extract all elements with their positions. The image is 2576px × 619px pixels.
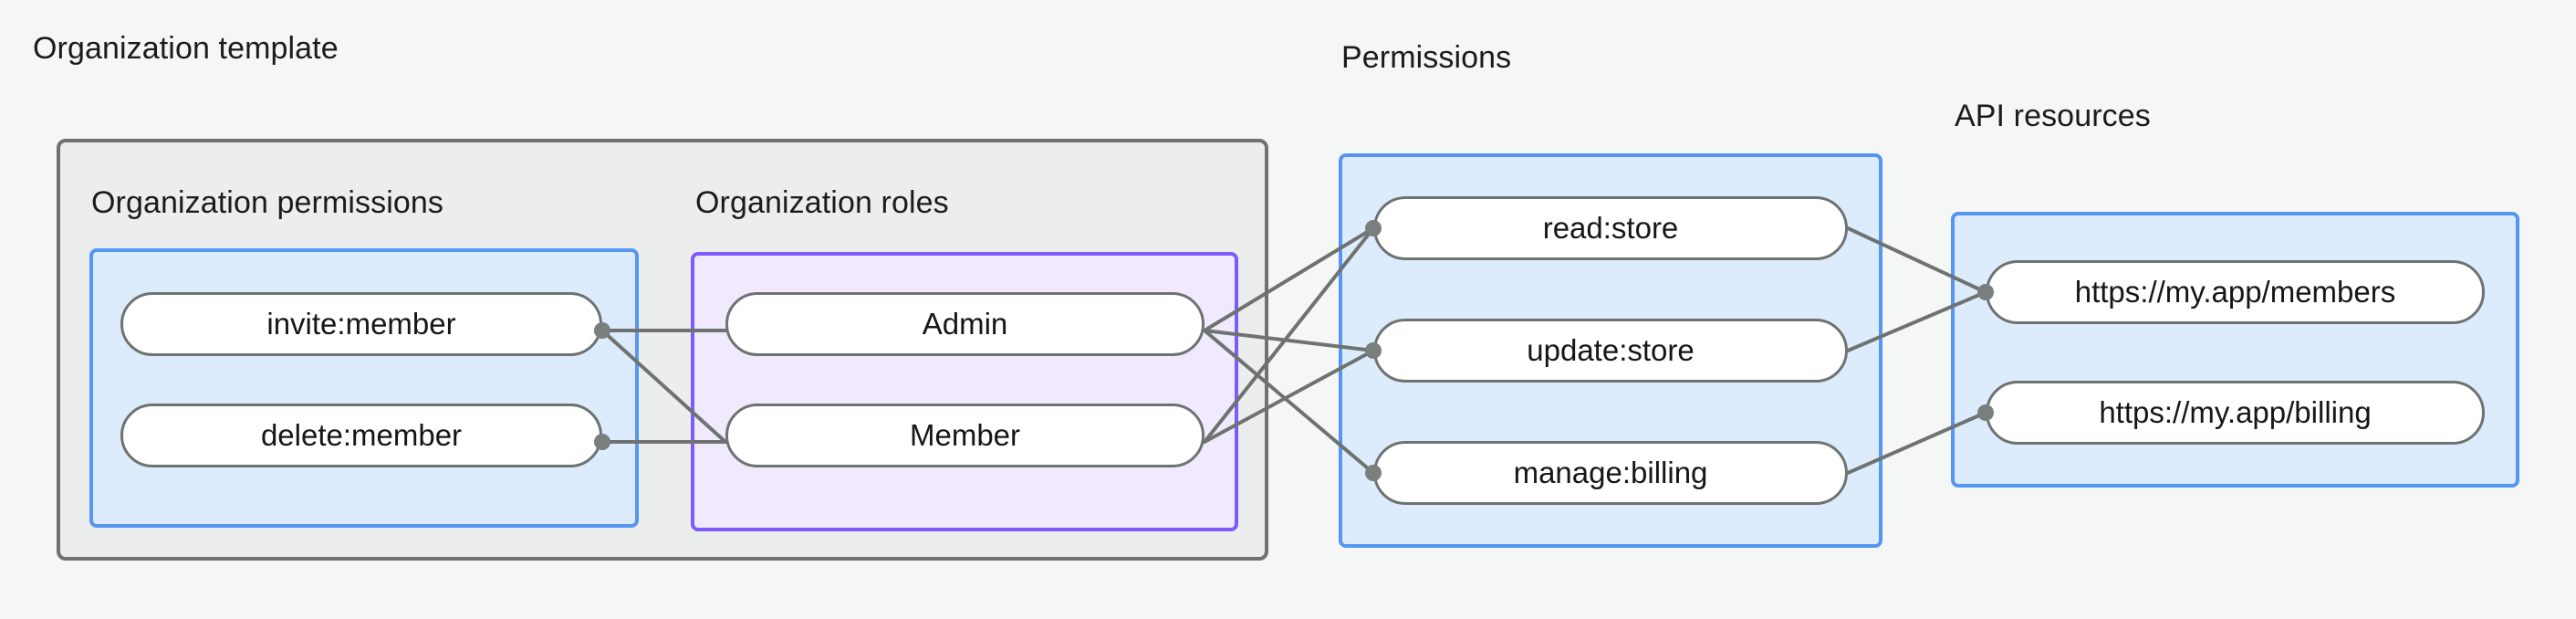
connector-dot-invite-member xyxy=(594,322,610,339)
group-title-organization-permissions: Organization permissions xyxy=(91,185,444,220)
node-invite-member[interactable]: invite:member xyxy=(120,292,602,356)
edge-admin-to-read-store xyxy=(1203,226,1375,332)
group-title-organization-roles: Organization roles xyxy=(695,185,949,220)
edge-admin-to-manage-billing xyxy=(1203,329,1375,475)
connector-dot-members-resource xyxy=(1977,284,1994,300)
edge-update-store-to-members xyxy=(1846,290,1987,352)
edge-admin-to-update-store xyxy=(1203,329,1375,352)
node-admin[interactable]: Admin xyxy=(725,292,1205,356)
node-update-store[interactable]: update:store xyxy=(1373,319,1848,383)
node-members-resource[interactable]: https://my.app/members xyxy=(1986,260,2485,324)
connector-dot-read-store xyxy=(1365,220,1382,236)
node-delete-member[interactable]: delete:member xyxy=(120,404,602,467)
connector-dot-delete-member xyxy=(594,434,610,450)
group-title-organization-template: Organization template xyxy=(33,31,339,66)
edge-read-store-to-members xyxy=(1846,226,1987,294)
edge-invite-member-to-member xyxy=(600,329,727,444)
group-title-api-resources: API resources xyxy=(1955,99,2151,133)
connector-dot-update-store xyxy=(1365,342,1382,359)
connector-dot-billing-resource xyxy=(1977,404,1994,421)
edge-manage-billing-to-billing xyxy=(1846,411,1987,475)
edge-member-to-read-store xyxy=(1203,226,1375,444)
connector-dot-manage-billing xyxy=(1365,465,1382,481)
group-title-permissions: Permissions xyxy=(1341,40,1512,75)
node-billing-resource[interactable]: https://my.app/billing xyxy=(1986,381,2485,445)
node-member[interactable]: Member xyxy=(725,404,1205,467)
edge-member-to-update-store xyxy=(1203,349,1375,444)
node-read-store[interactable]: read:store xyxy=(1373,196,1848,260)
node-manage-billing[interactable]: manage:billing xyxy=(1373,441,1848,505)
